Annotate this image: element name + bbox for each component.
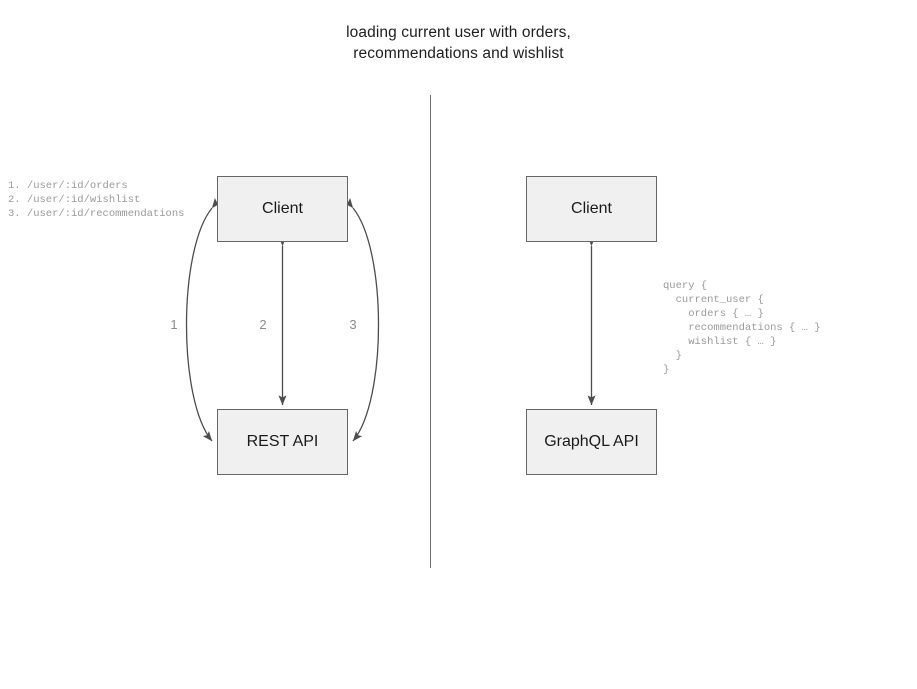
panel-divider xyxy=(430,95,431,568)
rest-arrow-1 xyxy=(185,197,222,442)
rest-client-label: Client xyxy=(262,200,303,217)
page-title: loading current user with orders, recomm… xyxy=(346,24,571,62)
rest-arrow-label-3: 3 xyxy=(349,317,357,332)
rest-arrow-label-1: 1 xyxy=(170,317,178,332)
rest-api-label: REST API xyxy=(246,433,319,450)
graphql-api-node: GraphQL API xyxy=(526,409,657,475)
rest-api-node: REST API xyxy=(217,409,348,475)
graphql-client-node: Client xyxy=(526,176,657,242)
rest-endpoint-list: 1. /user/:id/orders 2. /user/:id/wishlis… xyxy=(8,180,185,220)
graphql-client-label: Client xyxy=(571,200,612,217)
rest-arrow-label-2: 2 xyxy=(259,317,267,332)
graphql-query-text: query { current_user { orders { … } reco… xyxy=(663,280,821,376)
graphql-api-label: GraphQL API xyxy=(544,433,639,450)
rest-client-node: Client xyxy=(217,176,348,242)
